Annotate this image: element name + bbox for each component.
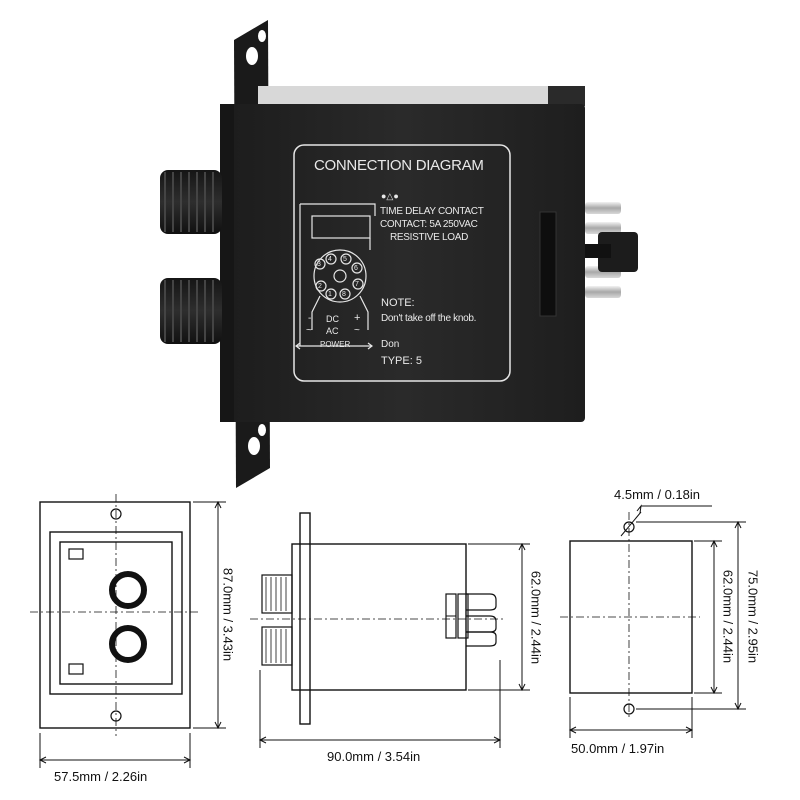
contact-line-3: RESISTIVE LOAD [390, 232, 469, 243]
panel-title: CONNECTION DIAGRAM [314, 157, 484, 174]
pin-number-6: 6 [354, 265, 358, 272]
power-tilde-left: ~ [306, 325, 312, 336]
rear-hole-label: 4.5mm / 0.18in [614, 487, 700, 502]
lower-knob[interactable] [160, 278, 222, 344]
side-window [539, 211, 557, 317]
brand-label: Don [381, 339, 400, 350]
timer-relay-photo [160, 20, 638, 488]
flange-hole-top [246, 47, 258, 65]
body-top-edge [548, 86, 585, 106]
power-minus: - [308, 313, 312, 324]
rear-view-drawing [560, 504, 746, 738]
rear-width-label: 50.0mm / 1.97in [571, 741, 665, 756]
side-view-drawing [250, 512, 530, 748]
contact-line-1: TIME DELAY CONTACT [380, 206, 484, 217]
pin-number-2: 2 [318, 283, 322, 290]
side-height-label: 62.0mm / 2.44in [528, 570, 544, 665]
upper-knob[interactable] [160, 170, 222, 234]
flange-hole-bottom [248, 437, 260, 455]
pin-number-3: 3 [317, 261, 321, 268]
power-label: POWER [320, 340, 351, 349]
power-dc: DC [326, 314, 339, 324]
pin-number-5: 5 [343, 256, 347, 263]
panel-symbols: ●△● [381, 191, 399, 201]
flange-hole-bottom-2 [258, 424, 266, 436]
power-ac: AC [326, 326, 339, 336]
relay-body [220, 104, 585, 422]
socket-pins [585, 202, 638, 298]
pin-number-1: 1 [328, 291, 332, 298]
pin-number-4: 4 [328, 256, 332, 263]
label-panel [293, 144, 511, 382]
front-height-label: 87.0mm / 3.43in [220, 567, 236, 662]
pin-number-8: 8 [342, 291, 346, 298]
flange-hole-top-2 [258, 30, 266, 42]
type-label: TYPE: 5 [381, 355, 422, 367]
pin-number-7: 7 [355, 281, 359, 288]
front-width-label: 57.5mm / 2.26in [54, 769, 148, 784]
front-view-drawing [30, 494, 226, 768]
note-title: NOTE: [381, 297, 415, 309]
rear-body-height-label: 62.0mm / 2.44in [720, 569, 736, 664]
wiring-diagram [295, 203, 376, 350]
power-plus: + [354, 312, 361, 324]
rear-total-height-label: 75.0mm / 2.95in [745, 569, 761, 664]
body-left-bevel [220, 104, 234, 422]
side-length-label: 90.0mm / 3.54in [327, 749, 421, 764]
note-text: Don't take off the knob. [381, 313, 477, 324]
body-top-face [258, 86, 585, 106]
power-tilde-right: ~ [354, 325, 360, 336]
contact-line-2: CONTACT: 5A 250VAC [380, 219, 478, 230]
